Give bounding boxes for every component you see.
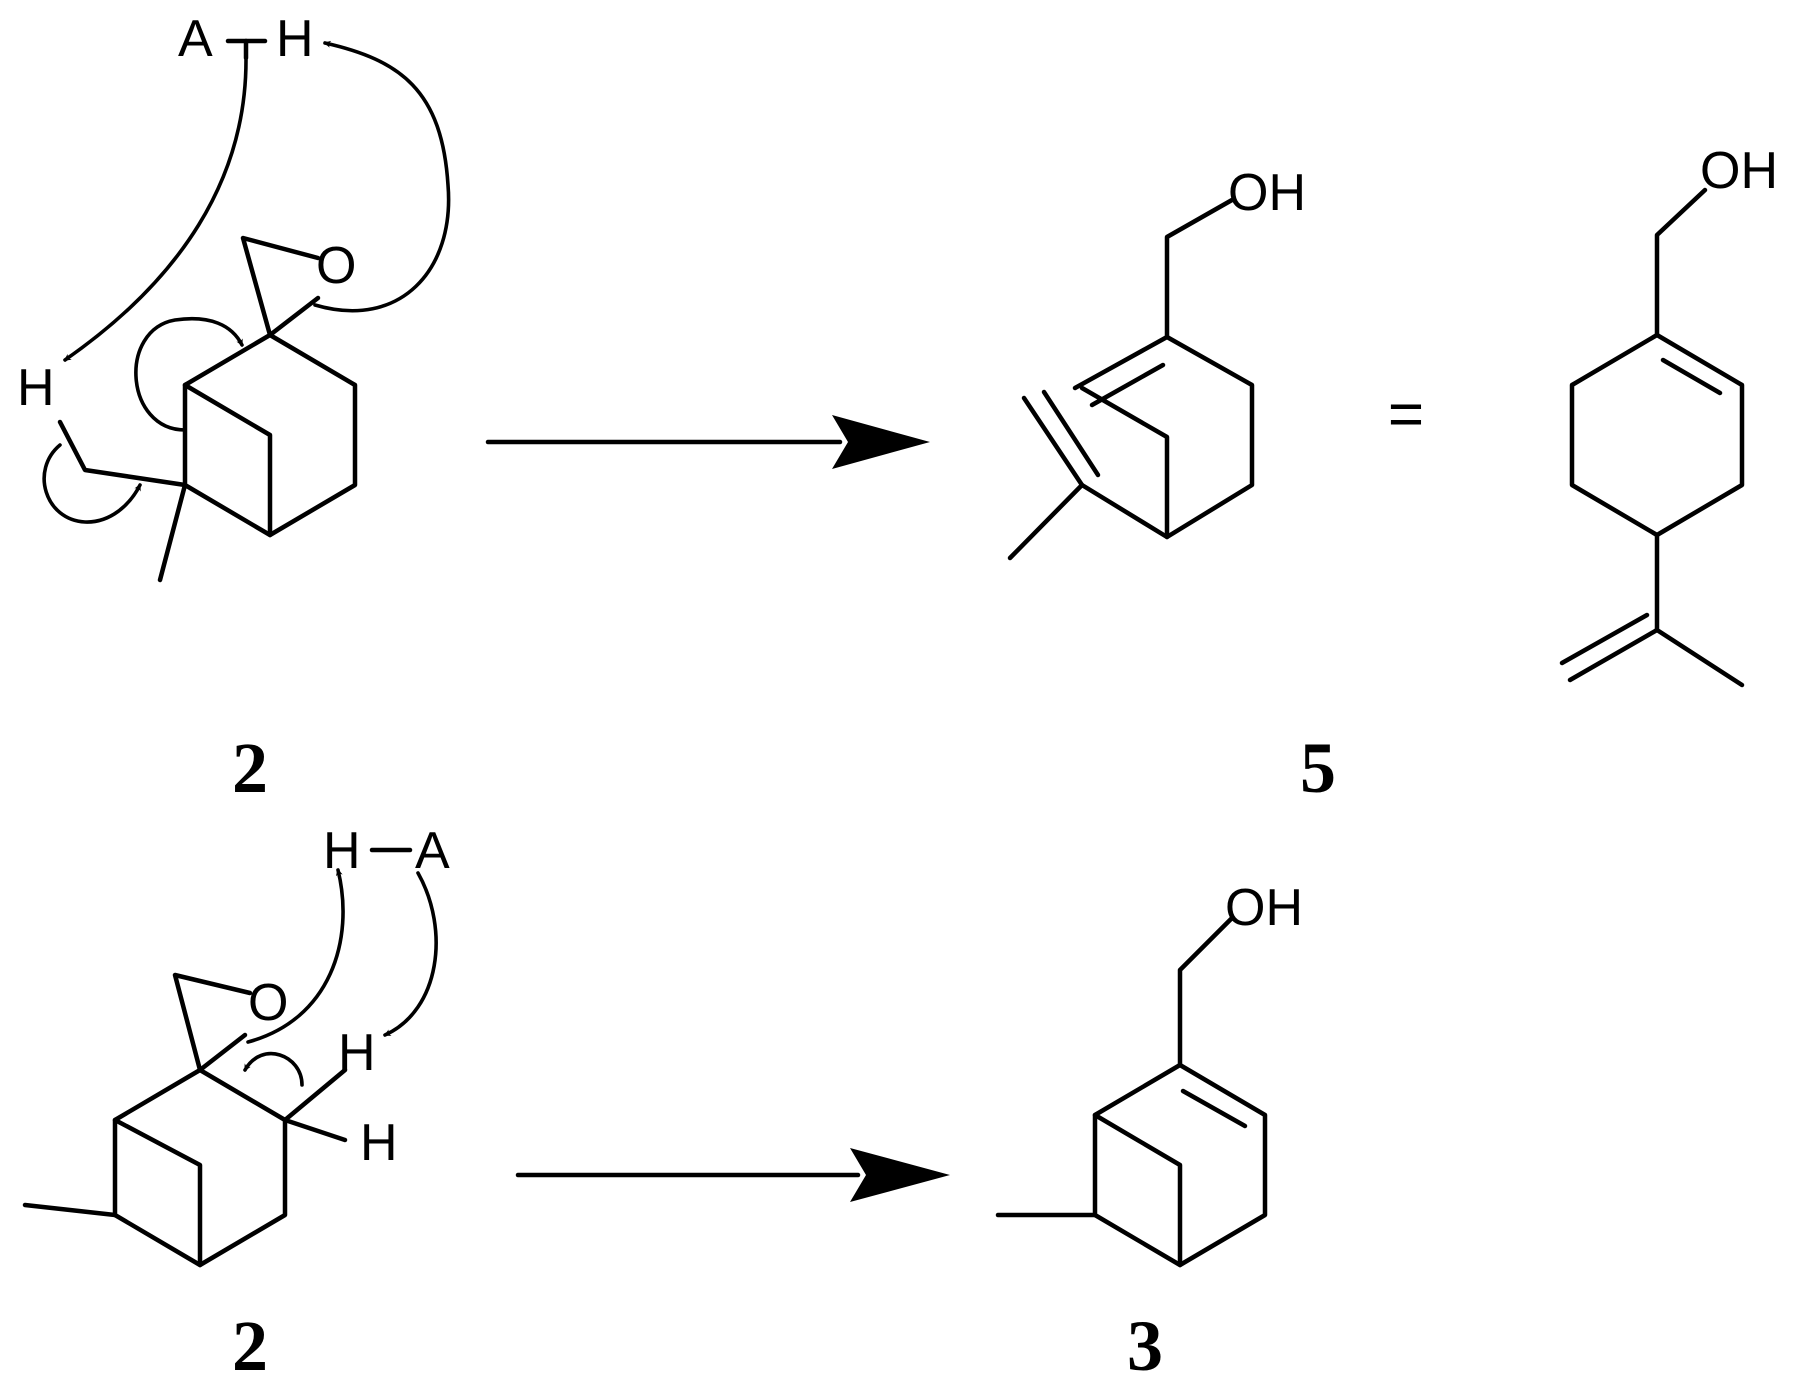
curly-arrow-deprotonation	[42, 443, 142, 524]
product-5-bridged: OH	[1007, 164, 1306, 561]
curly-arrow-epoxide-protonation	[246, 868, 345, 1044]
curly-arrow-ring-opening	[134, 316, 244, 432]
curly-arrow-epoxide-opening	[313, 40, 451, 313]
atom-H: H	[276, 10, 314, 68]
equals-sign: =	[1388, 380, 1424, 449]
compound-number: 5	[1300, 728, 1336, 808]
atom-H: H	[17, 359, 55, 417]
compound-number: 3	[1127, 1306, 1163, 1381]
atom-H: H	[360, 1114, 398, 1172]
atom-OH: OH	[1225, 879, 1303, 937]
atom-O: O	[316, 237, 356, 295]
reactant-2-top: A H O H 2	[17, 10, 451, 808]
atom-H: H	[323, 822, 361, 880]
atom-O: O	[248, 974, 288, 1032]
curly-arrow-deprotonation	[383, 871, 438, 1037]
curly-arrow-elimination	[243, 1051, 304, 1087]
atom-A: A	[415, 822, 450, 880]
curly-arrow-proton-transfer	[63, 58, 248, 362]
atom-OH: OH	[1700, 142, 1778, 200]
product-3: OH 3	[995, 879, 1303, 1381]
reactant-2-bottom: H A O H H 2	[22, 822, 450, 1381]
atom-H: H	[338, 1024, 376, 1082]
atom-OH: OH	[1228, 164, 1306, 222]
compound-number: 2	[232, 728, 268, 808]
compound-number: 2	[232, 1306, 268, 1381]
atom-A: A	[178, 10, 213, 68]
reaction-arrowhead	[832, 415, 930, 469]
product-5-ring: OH	[1559, 142, 1778, 688]
reaction-arrowhead	[850, 1148, 950, 1202]
